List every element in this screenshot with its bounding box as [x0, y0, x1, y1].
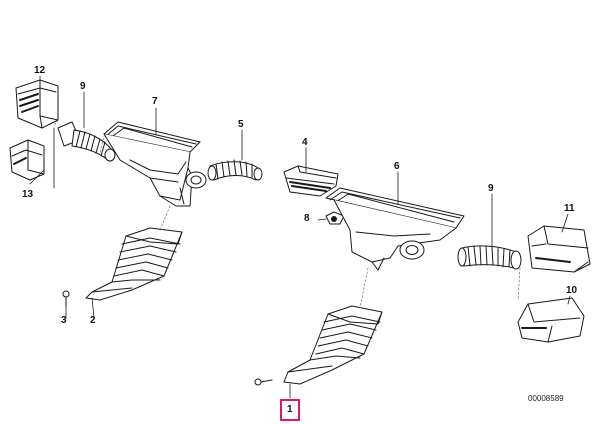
callout-1: 1 [287, 404, 293, 415]
part-7-distributor [103, 121, 207, 207]
part-4-center-vent [283, 165, 339, 197]
highlight-box[interactable]: 1 [280, 399, 300, 421]
callout-9-right: 9 [488, 183, 494, 194]
part-8-clip [325, 211, 345, 225]
part-9-hose-right [457, 245, 522, 270]
callout-10: 10 [566, 285, 578, 296]
callout-5: 5 [238, 119, 244, 130]
callout-7: 7 [152, 96, 158, 107]
part-2-bellows [85, 227, 183, 301]
callout-3: 3 [61, 315, 67, 326]
callout-12: 12 [34, 65, 46, 76]
callout-8: 8 [304, 213, 310, 224]
callout-11: 11 [564, 203, 575, 214]
part-6-distributor [325, 187, 465, 271]
guide-lines [53, 119, 521, 309]
part-9-hose-left [57, 121, 116, 162]
part-11-vent-housing [527, 225, 591, 273]
part-5-connector-hose [207, 159, 263, 181]
callout-9-left: 9 [80, 81, 86, 92]
part-12-vent-housing [15, 79, 59, 129]
part-13-vent-housing [9, 139, 45, 181]
callout-13: 13 [22, 189, 34, 200]
callout-4: 4 [302, 137, 308, 148]
part-3-screw [62, 290, 70, 307]
part-10-vent [517, 297, 585, 343]
callout-6: 6 [394, 161, 400, 172]
part-1-bellows [283, 305, 383, 385]
callout-2: 2 [90, 315, 96, 326]
screw-part-1 [254, 378, 273, 386]
reference-number: 00008589 [528, 394, 564, 403]
leader-lines [29, 75, 571, 399]
